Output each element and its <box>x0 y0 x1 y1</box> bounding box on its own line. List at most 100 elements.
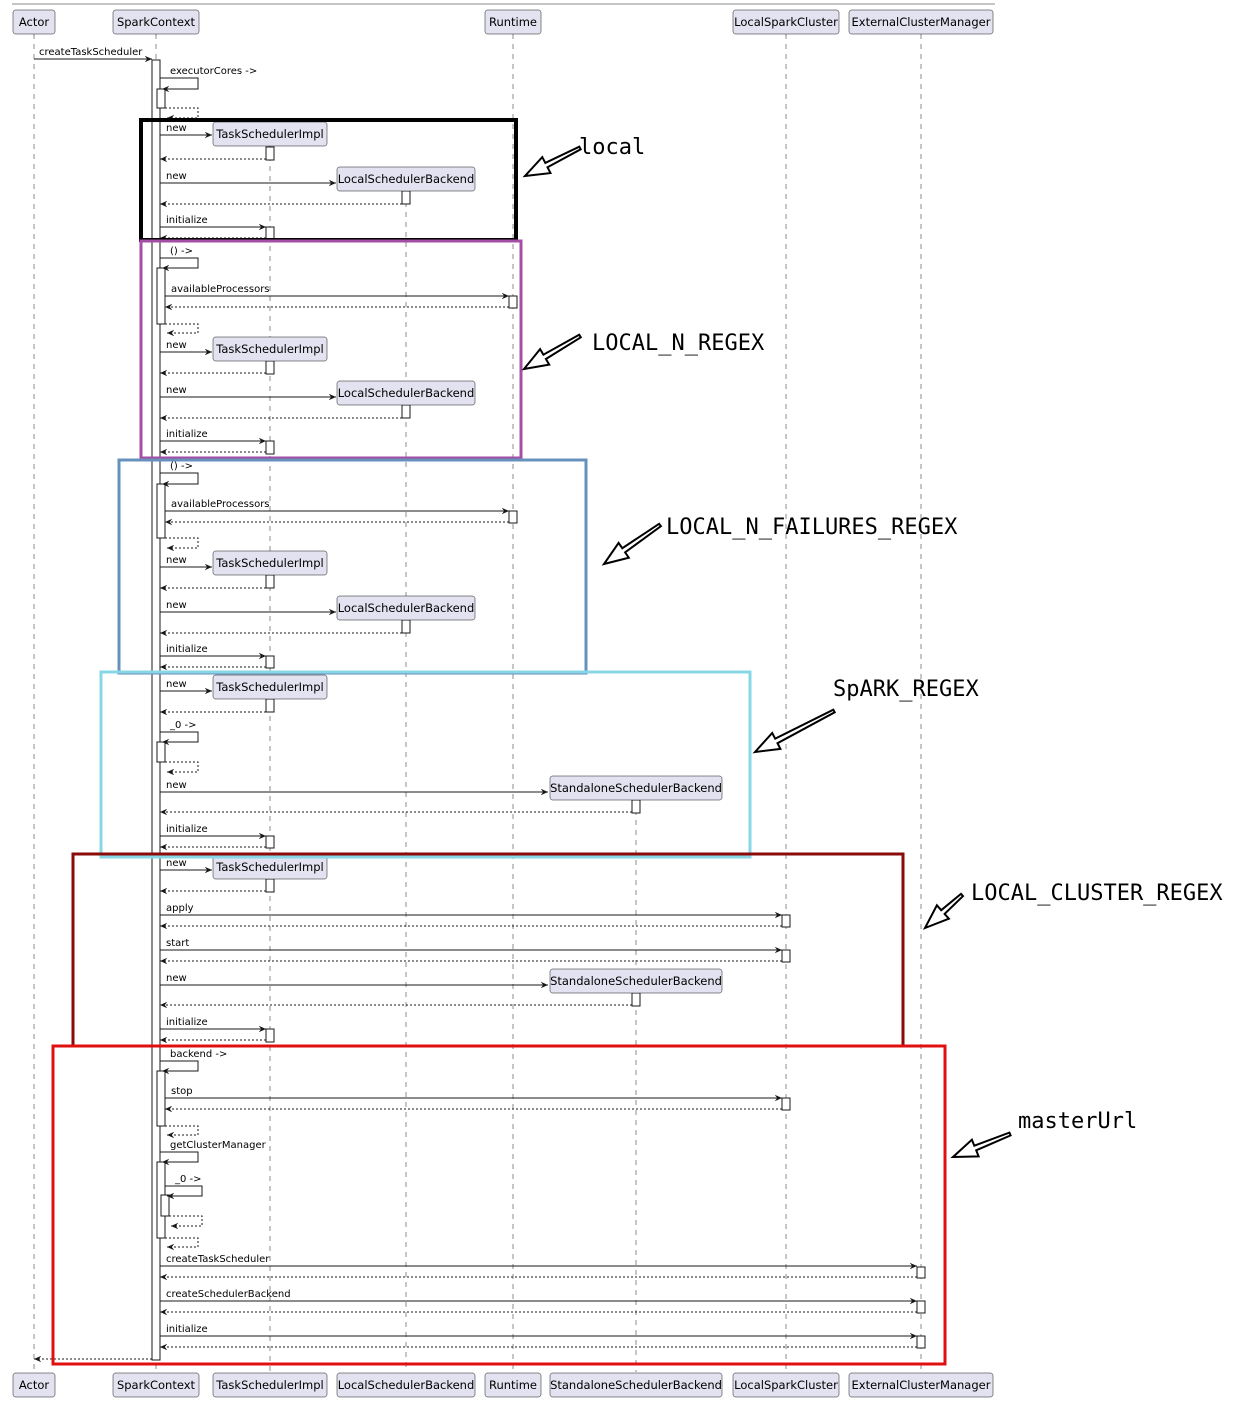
callout-arrow <box>950 1131 1012 1159</box>
msg-new-lsb-label: new <box>166 600 187 611</box>
participant-box <box>484 1372 542 1398</box>
msg-start-label: start <box>166 938 189 949</box>
activation-lsb <box>401 190 411 205</box>
msg-lambda-return <box>165 323 199 337</box>
msg-lambda-arrow <box>160 472 199 488</box>
annotation-spark: SpARK_REGEX <box>99 670 979 859</box>
callout-arrow <box>601 522 663 566</box>
msg-initialize-label: initialize <box>166 429 208 440</box>
activation-tsi <box>265 146 275 161</box>
activation-sc <box>156 267 166 325</box>
annotation-local_n: LOCAL_N_REGEX <box>139 239 765 460</box>
participant-label: Actor <box>19 1378 50 1392</box>
participant-box <box>484 9 542 35</box>
msg-get-cluster-manager-label: getClusterManager <box>170 1140 267 1151</box>
participant-label: LocalSparkCluster <box>734 1378 838 1392</box>
participant-box <box>848 9 994 35</box>
msg-lambda-label: () -> <box>170 246 193 257</box>
created-participants: TaskSchedulerImplTaskSchedulerImplTaskSc… <box>212 121 723 994</box>
activation-ssb <box>631 992 641 1007</box>
msg-initialize-label: initialize <box>166 824 208 835</box>
participant-box <box>549 775 723 801</box>
msg-new-tsi-label: new <box>166 555 187 566</box>
participant-head-rt: Runtime <box>484 9 542 35</box>
activation-sc <box>156 741 166 763</box>
participant-box <box>336 595 476 621</box>
participant-label: LocalSchedulerBackend <box>338 1378 475 1392</box>
activation-rt <box>508 510 518 524</box>
created-lsb: LocalSchedulerBackend <box>336 166 476 192</box>
participant-label: TaskSchedulerImpl <box>215 556 323 570</box>
msg-new-tsi-label: new <box>166 340 187 351</box>
msg-lambda-return <box>165 537 199 552</box>
participant-box <box>549 1372 723 1398</box>
lifelines <box>33 34 922 1372</box>
msg-backend-lambda-label: backend -> <box>170 1049 227 1060</box>
participant-box <box>732 1372 840 1398</box>
participant-label: TaskSchedulerImpl <box>215 342 323 356</box>
created-lsb: LocalSchedulerBackend <box>336 595 476 621</box>
participant-label: SparkContext <box>117 1378 196 1392</box>
msg-executor-cores-label: executorCores -> <box>170 66 257 77</box>
callout-arrow <box>752 708 837 754</box>
activation-lsc <box>781 949 791 963</box>
msg-new-tsi-label: new <box>166 858 187 869</box>
msg-new-lsb-label: new <box>166 385 187 396</box>
activation-lsc <box>781 1097 791 1111</box>
activation-rt <box>508 295 518 309</box>
annotation-local: local <box>139 118 645 242</box>
participant-label: Runtime <box>489 1378 537 1392</box>
participant-box <box>12 1372 56 1398</box>
msg-get-cluster-manager-arrow <box>160 1151 199 1166</box>
msg-lambda-0-label: _0 -> <box>174 1174 202 1185</box>
msg-backend-lambda-return <box>165 1125 199 1139</box>
participant-label: LocalSchedulerBackend <box>338 172 475 186</box>
participant-box <box>732 9 840 35</box>
participant-foot-rt: Runtime <box>484 1372 542 1398</box>
callout-arrow <box>521 333 583 371</box>
msg-get-cluster-manager-return <box>165 1237 199 1251</box>
participant-label: TaskSchedulerImpl <box>215 860 323 874</box>
participant-box <box>336 1372 476 1398</box>
callout-arrow <box>922 892 965 930</box>
participant-label: StandaloneSchedulerBackend <box>550 781 722 795</box>
activation-tsi <box>265 835 275 849</box>
created-tsi: TaskSchedulerImpl <box>212 336 328 362</box>
msg-initialize-label: initialize <box>166 644 208 655</box>
participant-head-sc: SparkContext <box>112 9 200 35</box>
msg-lambda-0-arrow <box>165 1185 203 1200</box>
msg-initialize-label: initialize <box>166 1017 208 1028</box>
participant-box <box>112 1372 200 1398</box>
activation-lsc <box>781 914 791 928</box>
participant-label: LocalSparkCluster <box>734 15 838 29</box>
annotation-frame <box>51 1044 947 1366</box>
created-tsi: TaskSchedulerImpl <box>212 121 328 147</box>
participant-label: StandaloneSchedulerBackend <box>550 974 722 988</box>
msg-new-ssb-label: new <box>166 780 187 791</box>
participant-label: ExternalClusterManager <box>852 1378 991 1392</box>
msg-stop-label: stop <box>171 1086 193 1097</box>
participant-head-actor: Actor <box>12 9 56 35</box>
msg-lambda-0-return <box>169 1215 203 1230</box>
participant-box <box>848 1372 994 1398</box>
activation-tsi <box>265 878 275 893</box>
participant-label: Runtime <box>489 15 537 29</box>
participant-foot-tsi: TaskSchedulerImpl <box>212 1372 328 1398</box>
created-tsi: TaskSchedulerImpl <box>212 674 328 700</box>
participant-label: LocalSchedulerBackend <box>338 386 475 400</box>
activation-lsb <box>401 619 411 634</box>
activation-ecm <box>916 1335 926 1349</box>
created-ssb: StandaloneSchedulerBackend <box>549 968 723 994</box>
callout-arrow <box>522 145 583 178</box>
activation-sc <box>156 88 166 109</box>
msg-available-processors-label: availableProcessors <box>171 499 270 510</box>
msg-initialize-label: initialize <box>166 215 208 226</box>
created-tsi: TaskSchedulerImpl <box>212 550 328 576</box>
msg-create-scheduler-backend-label: createSchedulerBackend <box>166 1289 291 1300</box>
activation-bars <box>151 59 926 1361</box>
annotation-label: masterUrl <box>1018 1109 1137 1134</box>
participant-box <box>212 674 328 700</box>
annotation-label: local <box>579 135 645 160</box>
